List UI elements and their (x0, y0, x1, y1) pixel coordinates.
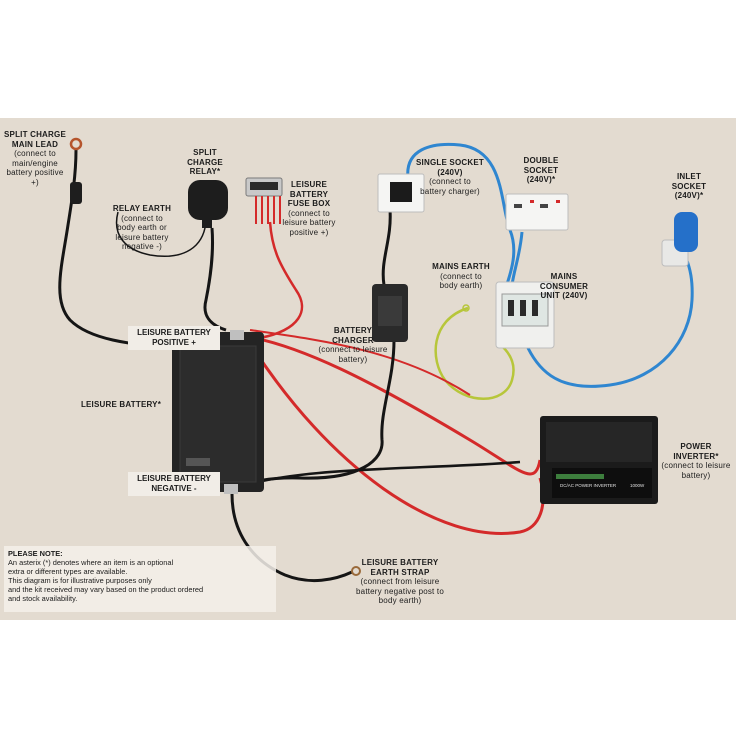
black-earth-strap (230, 493, 353, 582)
label-subtitle: (connect to battery charger) (420, 177, 480, 196)
black-relay-lead (203, 227, 227, 332)
label-earth-strap: LEISURE BATTERY EARTH STRAP (connect fro… (350, 558, 450, 606)
label-title: LEISURE BATTERY EARTH STRAP (361, 558, 439, 577)
please-note-box: PLEASE NOTE: An asterix (*) denotes wher… (4, 546, 276, 612)
label-title: MAINS CONSUMER UNIT (240V) (539, 272, 589, 300)
note-line: extra or different types are available. (8, 567, 128, 576)
label-leisure-battery: LEISURE BATTERY* (76, 400, 166, 410)
inlet-socket-icon (661, 212, 698, 267)
label-battery-positive: LEISURE BATTERY POSITIVE + (128, 326, 220, 350)
label-split-charge-relay: SPLIT CHARGE RELAY* (180, 148, 230, 177)
note-line: and the kit received may vary based on t… (8, 585, 204, 594)
blue-mains-cable-single-socket (406, 142, 516, 291)
red-cable-charger (249, 329, 471, 396)
label-title: SPLIT CHARGE MAIN LEAD (4, 130, 66, 149)
label-subtitle: (connect from leisure battery negative p… (356, 577, 444, 605)
label-subtitle: (connect to body earth or leisure batter… (115, 213, 169, 252)
label-title: BATTERY CHARGER (332, 326, 374, 345)
blue-mains-cable-double-socket (510, 231, 524, 286)
battery-charger-icon (372, 284, 408, 342)
label-title: LEISURE BATTERY NEGATIVE - (137, 474, 211, 493)
label-title: SINGLE SOCKET (240V) (416, 158, 484, 177)
single-socket-icon (377, 173, 425, 213)
main-lead-fuse-holder-icon (70, 182, 82, 204)
split-charge-relay-icon (188, 180, 228, 228)
inverter-brand-text: DC/AC POWER INVERTER (560, 483, 617, 488)
label-title: SPLIT CHARGE RELAY* (187, 148, 223, 176)
label-battery-negative: LEISURE BATTERY NEGATIVE - (128, 472, 220, 496)
black-charger-lead (381, 209, 392, 286)
label-title: POWER INVERTER* (673, 442, 719, 461)
label-single-socket: SINGLE SOCKET (240V) (connect to battery… (416, 158, 484, 196)
label-title: RELAY EARTH (112, 204, 172, 213)
note-heading: PLEASE NOTE: (8, 549, 63, 558)
main-lead-ring-terminal-icon (69, 137, 83, 151)
label-title: INLET SOCKET (240V)* (671, 172, 707, 200)
red-cable-inverter-return (246, 339, 545, 535)
label-split-charge-main-lead: SPLIT CHARGE MAIN LEAD (connect to main/… (2, 130, 68, 187)
blue-mains-cable-inlet (526, 257, 694, 388)
note-line: and stock availability. (8, 594, 78, 603)
label-inlet-socket: INLET SOCKET (240V)* (664, 172, 714, 201)
consumer-unit-icon (495, 281, 555, 349)
note-line: An asterix (*) denotes where an item is … (8, 558, 174, 567)
label-subtitle: (connect to main/engine battery positive… (6, 149, 64, 187)
power-inverter-icon (540, 416, 658, 504)
earth-cable-ring-icon (462, 304, 470, 312)
label-title: LEISURE BATTERY POSITIVE + (137, 328, 211, 347)
label-title: MAINS EARTH (432, 262, 490, 271)
black-relay-earth (115, 211, 206, 257)
inverter-rating-text: 1000W (630, 483, 645, 488)
label-title: DOUBLE SOCKET (240V)* (523, 156, 559, 184)
label-fuse-box: LEISURE BATTERY FUSE BOX (connect to lei… (278, 180, 340, 237)
note-line: This diagram is for illustrative purpose… (8, 576, 152, 585)
red-cable-inverter (243, 334, 542, 476)
fuse-box-icon (245, 177, 283, 224)
label-title: LEISURE BATTERY FUSE BOX (287, 180, 331, 208)
label-subtitle: (connect to leisure battery) (318, 345, 388, 364)
label-subtitle: (connect to leisure battery positive +) (282, 208, 336, 237)
label-consumer-unit: MAINS CONSUMER UNIT (240V) (536, 272, 592, 301)
earth-strap-ring-terminal-icon (351, 566, 361, 576)
label-title: LEISURE BATTERY* (80, 400, 162, 409)
label-subtitle: (connect to leisure battery) (661, 461, 731, 480)
leisure-battery-icon (172, 330, 264, 494)
label-subtitle: (connect to body earth) (439, 271, 483, 291)
label-double-socket: DOUBLE SOCKET (240V)* (512, 156, 570, 185)
label-power-inverter: POWER INVERTER* (connect to leisure batt… (660, 442, 732, 480)
label-battery-charger: BATTERY CHARGER (connect to leisure batt… (318, 326, 388, 364)
red-cable-fuse-box (259, 221, 304, 340)
board-background (0, 118, 736, 620)
double-socket-icon (505, 193, 569, 231)
mains-earth-cable (434, 306, 515, 400)
label-relay-earth: RELAY EARTH (connect to body earth or le… (112, 204, 172, 252)
label-mains-earth: MAINS EARTH (connect to body earth) (432, 262, 490, 291)
